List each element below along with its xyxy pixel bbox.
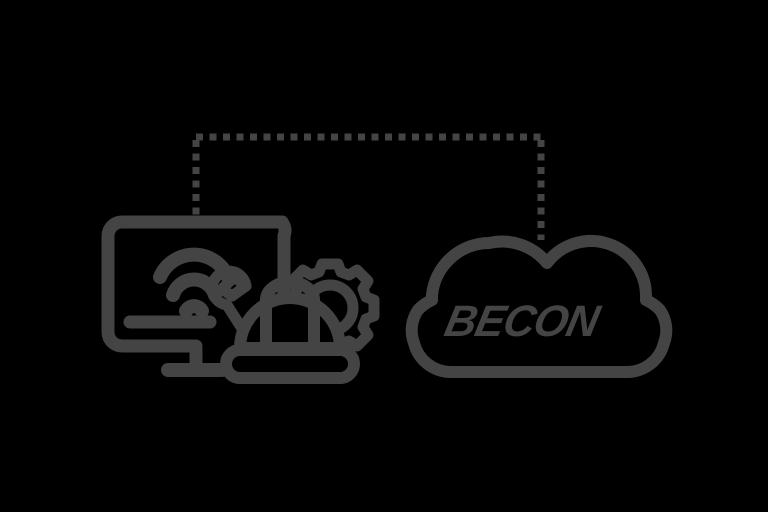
cloud-label: BECON xyxy=(440,297,604,345)
monitor-frame xyxy=(101,215,289,353)
connection-link xyxy=(192,133,545,240)
becon-cloud: BECON xyxy=(405,235,673,378)
safety-helmet xyxy=(234,276,346,354)
helmet-brim xyxy=(220,344,360,384)
cloud-outline xyxy=(405,235,673,378)
wifi-arc-inner xyxy=(179,299,209,318)
device-group xyxy=(101,215,380,384)
monitor-frame-right xyxy=(275,215,292,307)
